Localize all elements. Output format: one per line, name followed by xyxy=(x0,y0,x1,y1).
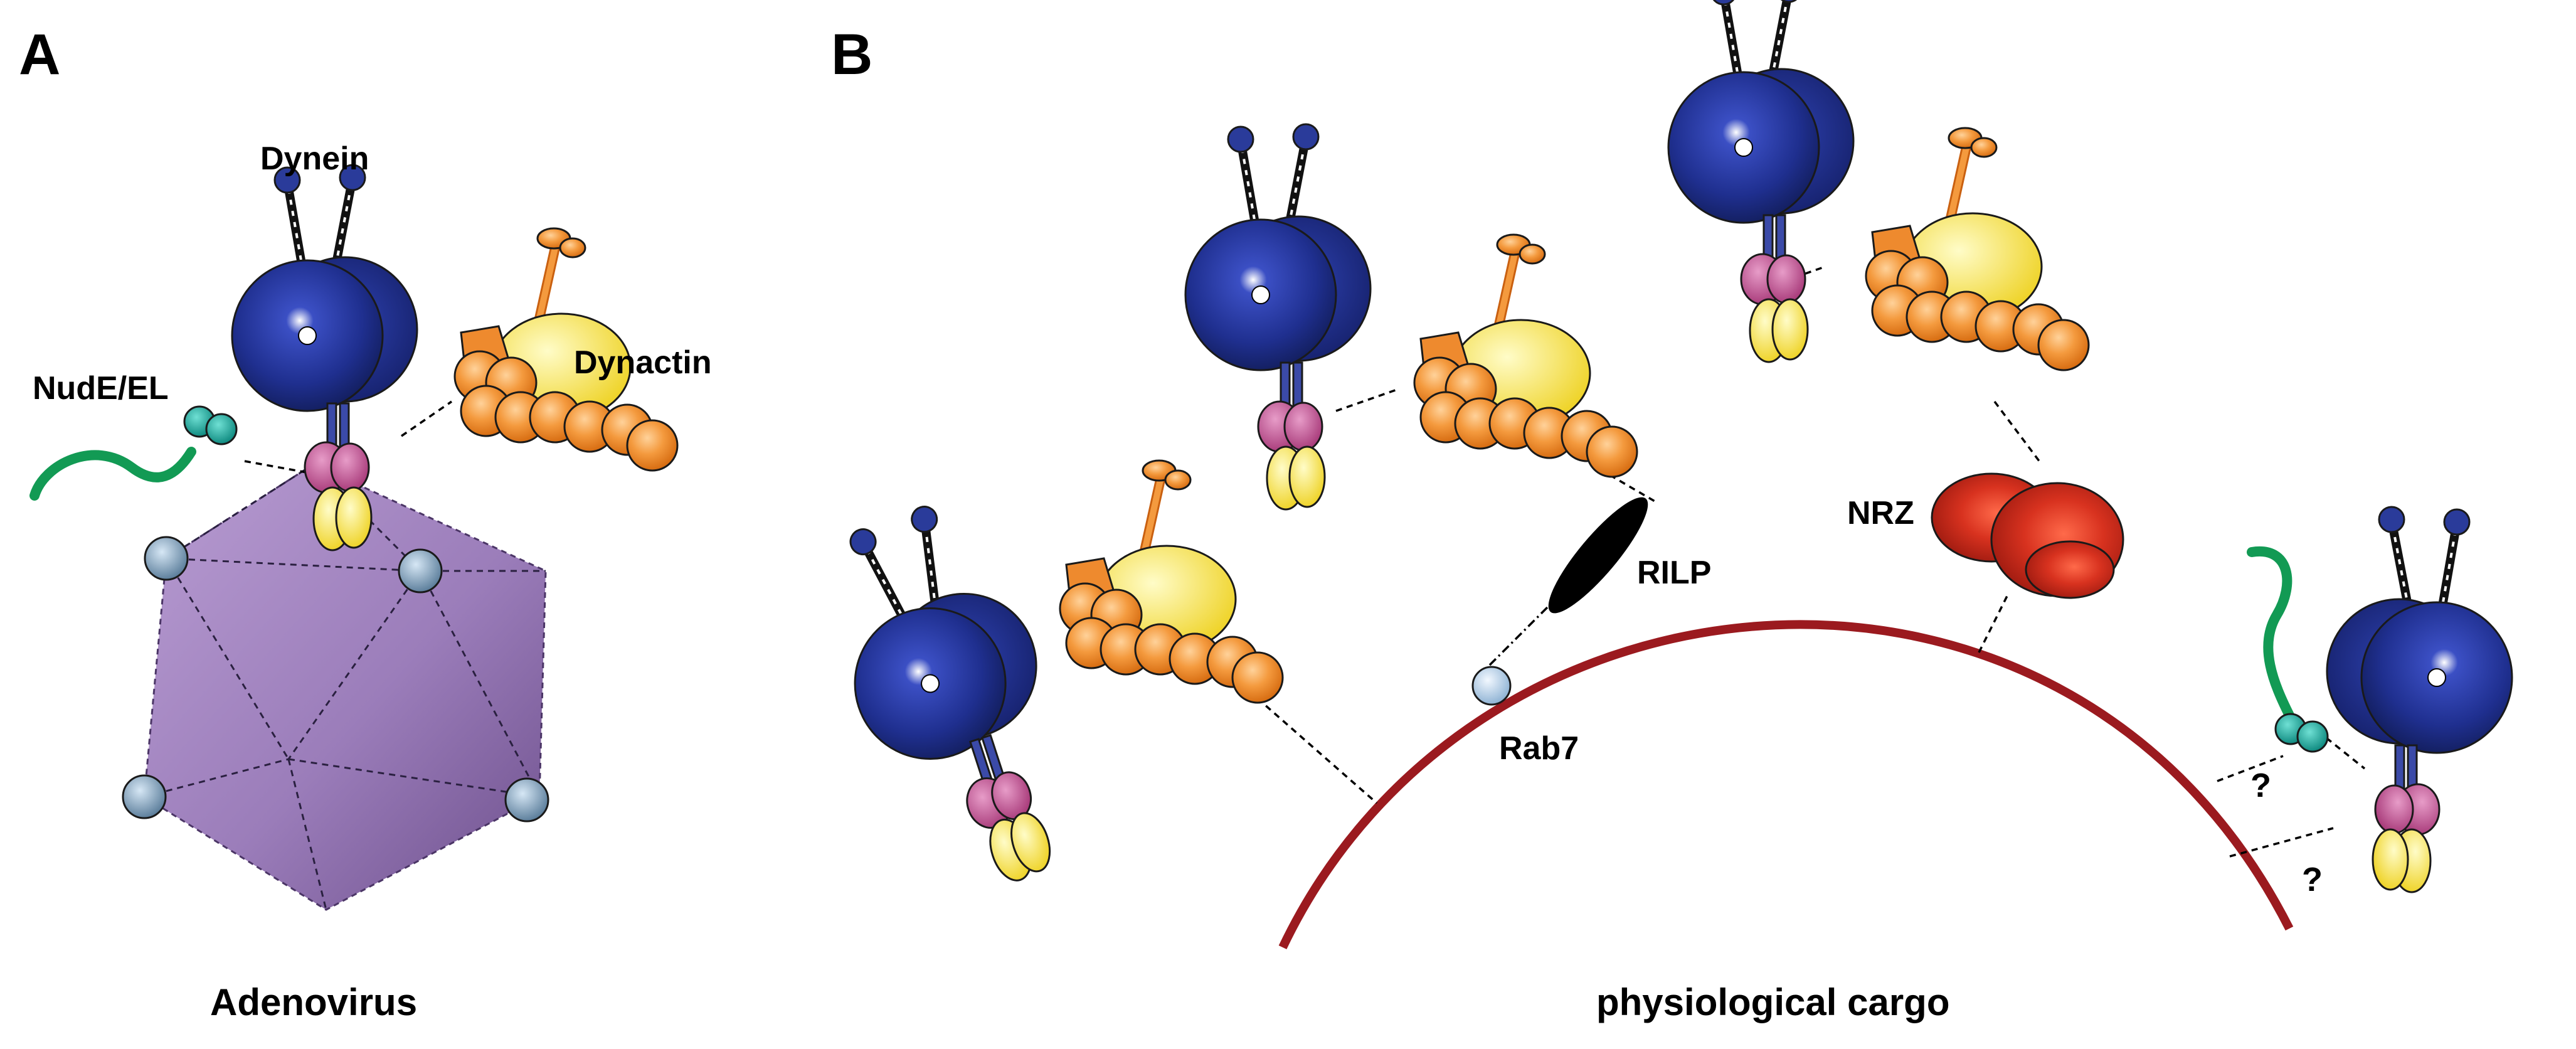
nrz-label: NRZ xyxy=(1847,495,1914,531)
rab7-label: Rab7 xyxy=(1499,730,1579,767)
nrz-complex xyxy=(1931,472,2124,599)
rab7 xyxy=(1471,666,1512,706)
nude-ndel xyxy=(2247,546,2329,753)
dynactin-label: Dynactin xyxy=(574,344,712,381)
panel-a-letter: A xyxy=(19,23,60,87)
penton-base xyxy=(144,536,189,581)
penton-base xyxy=(122,774,167,819)
nude-label: NudE/EL xyxy=(33,370,169,407)
adenovirus-capsid xyxy=(122,463,549,911)
dynactin-complex xyxy=(1060,461,1283,703)
rilp xyxy=(1548,497,1648,614)
rilp-label: RILP xyxy=(1637,555,1711,591)
nude-ndel xyxy=(29,405,238,501)
unknown-link-label: ? xyxy=(2302,861,2323,898)
dynein-label: Dynein xyxy=(260,141,369,177)
dynein-motor xyxy=(1668,0,1853,362)
dynactin-complex xyxy=(1866,128,2089,370)
panel-b-caption: physiological cargo xyxy=(1596,981,1949,1023)
dynein-motor xyxy=(232,165,417,550)
dynactin-complex xyxy=(1414,235,1637,477)
panel-a-caption: Adenovirus xyxy=(210,981,417,1023)
penton-base xyxy=(504,777,549,823)
penton-base xyxy=(398,548,443,594)
unknown-link-label: ? xyxy=(2250,767,2271,804)
dynein-motor xyxy=(1185,124,1370,509)
panel-b-letter: B xyxy=(831,23,872,87)
dynein-motor xyxy=(2327,507,2512,892)
cargo-membrane xyxy=(1278,620,2294,950)
dynein-motor xyxy=(806,487,1101,911)
